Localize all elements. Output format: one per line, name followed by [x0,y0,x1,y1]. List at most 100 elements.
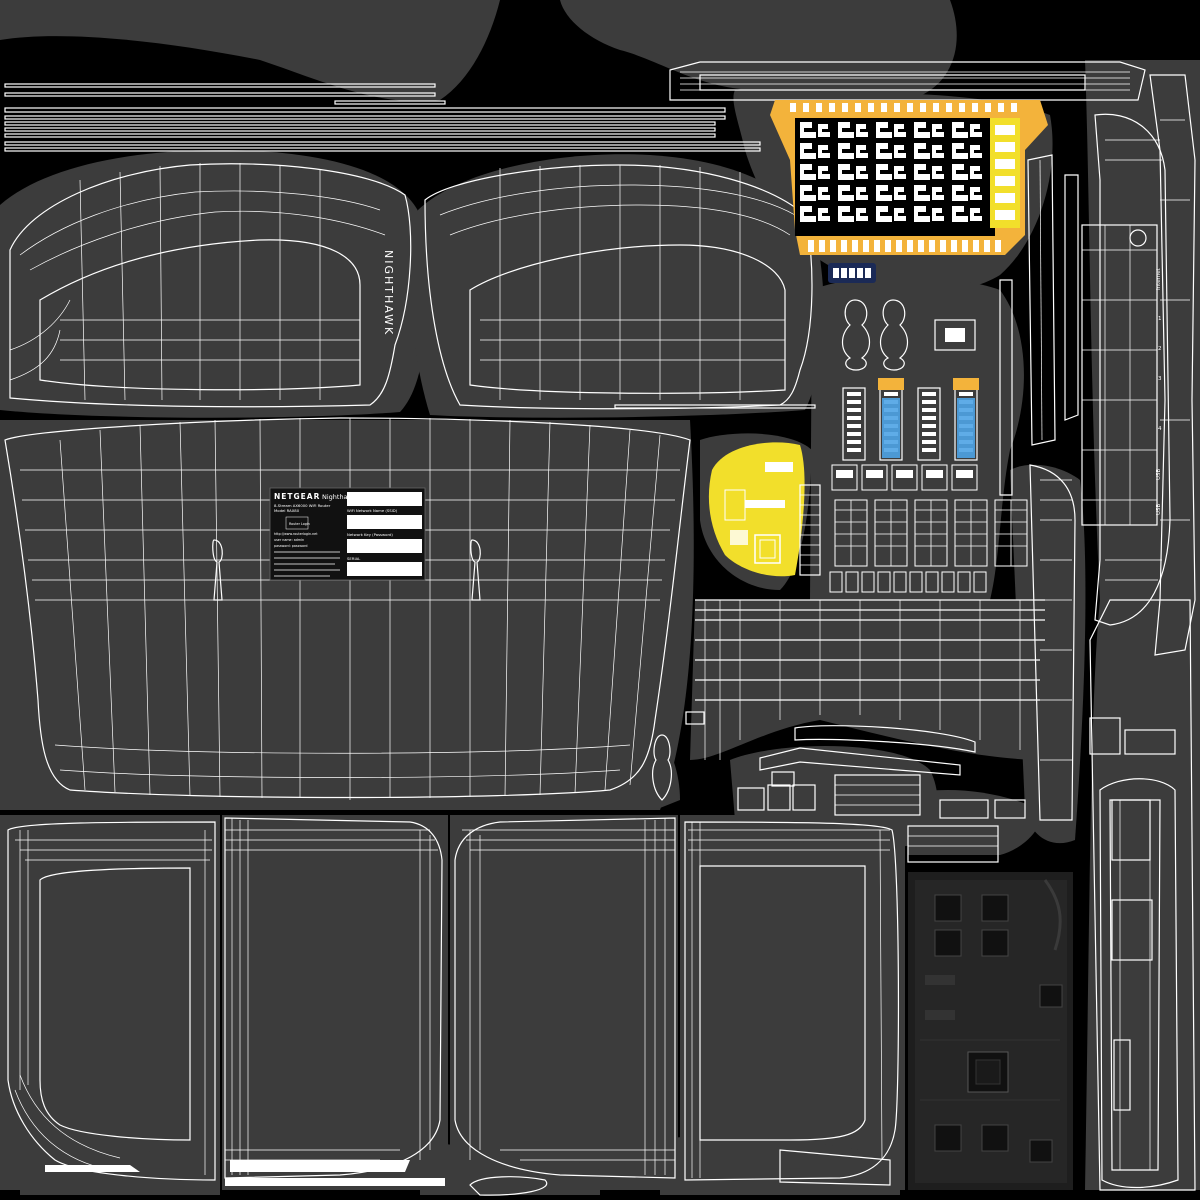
decal-glyph [914,164,930,180]
sticker-serial-label: SERIAL [347,556,361,561]
port-labels: Internet 1 2 3 4 USB USB [1156,267,1162,515]
decal-glyph [970,166,982,179]
sticker-line1: 8-Stream AX6000 WiFi Router [274,503,331,508]
decal-glyph [876,164,892,180]
top-rail-pieces [669,61,1146,101]
decal-glyph [818,208,830,221]
jack-top [951,464,978,491]
port-label-usb-2: USB [1156,503,1162,515]
decal-glyph [800,206,816,222]
decal-glyph [894,145,906,158]
decal-pin [841,240,847,252]
port-orange-tab [953,378,979,390]
decal-pin [855,103,861,112]
decal-pin [894,103,900,112]
port-pin [847,400,861,404]
decal-glyph [876,143,892,159]
sticker-network-key-label: Network Key (Password) [347,532,393,537]
antenna-panel-1 [7,821,216,1181]
blue-chip [828,263,876,283]
led-slot [845,571,859,593]
jack-grid [955,500,987,566]
port-label-usb-1: USB [1156,468,1162,480]
decal-glyph [800,143,816,159]
decal-glyph [932,166,944,179]
port-pin [847,424,861,428]
decal-glyph [876,206,892,222]
antenna-panel-4 [684,821,900,1186]
led-slot [877,571,891,593]
shell-top-left: NIGHTHAWK [9,163,412,408]
shell-front-panel [4,417,691,800]
decal-glyph [800,164,816,180]
port-blue-insert [882,398,900,458]
jack-grid [995,500,1027,566]
sticker-wifi-name-label: WiFi Network Name (SSID) [347,508,398,513]
port-pin [847,416,861,420]
decal-glyph [856,208,868,221]
decal-glyph [970,187,982,200]
decal-pin [995,210,1015,220]
port-label-2: 2 [1158,346,1162,352]
led-slot [861,571,875,593]
decal-pin [995,142,1015,152]
decal-pin [918,240,924,252]
port-pin [922,416,936,420]
led-slot [973,571,987,593]
small-connector-core [945,328,965,342]
decal-glyph [838,206,854,222]
decal-pin [803,103,809,112]
led-slot [893,571,907,593]
decal-pin [951,240,957,252]
sticker-product: Nighthawk AX8 [322,493,372,501]
port-label-internet: Internet [1156,267,1162,290]
decal-pin [852,240,858,252]
sticker-line2: Model RAX80 [274,508,300,513]
oval-clips [652,299,909,801]
decal-glyph [932,208,944,221]
mid-pieces [685,484,1176,863]
jack-top [921,464,948,491]
decal-glyph [876,122,892,138]
decal-glyph [838,122,854,138]
decal-pin [819,240,825,252]
port-shell [842,387,866,461]
decal-glyph [894,124,906,137]
decal-pin [973,240,979,252]
decal-pin [842,103,848,112]
port-pin [922,448,936,452]
decal-pin [984,240,990,252]
port-orange-tab [878,378,904,390]
jack-contact [896,470,913,478]
led-slot [829,571,843,593]
jack-grid [875,500,907,566]
decal-glyph [970,124,982,137]
decal-glyph [894,187,906,200]
decal-pin [808,240,814,252]
pcb-texture [908,872,1073,1190]
side-logo: NIGHTHAWK [382,250,395,336]
port-pin [884,392,898,396]
decal-glyph [800,122,816,138]
decal-glyph [932,124,944,137]
decal-pin [885,240,891,252]
orange-decal-glyphs [790,103,1017,252]
decal-pin [907,240,913,252]
port-label-1: 1 [1158,316,1162,322]
decal-pin [863,240,869,252]
port-pin [922,432,936,436]
sticker-url: http://www.routerlogin.net [274,532,318,536]
decal-pin [868,103,874,112]
decal-glyph [800,185,816,201]
jack-top [831,464,858,491]
decal-glyph [914,143,930,159]
decal-glyph [818,187,830,200]
decal-glyph [970,145,982,158]
decal-pin [985,103,991,112]
decal-glyph [856,145,868,158]
decal-glyph [876,185,892,201]
decal-glyph [970,208,982,221]
decal-pin [816,103,822,112]
decal-pin [907,103,913,112]
